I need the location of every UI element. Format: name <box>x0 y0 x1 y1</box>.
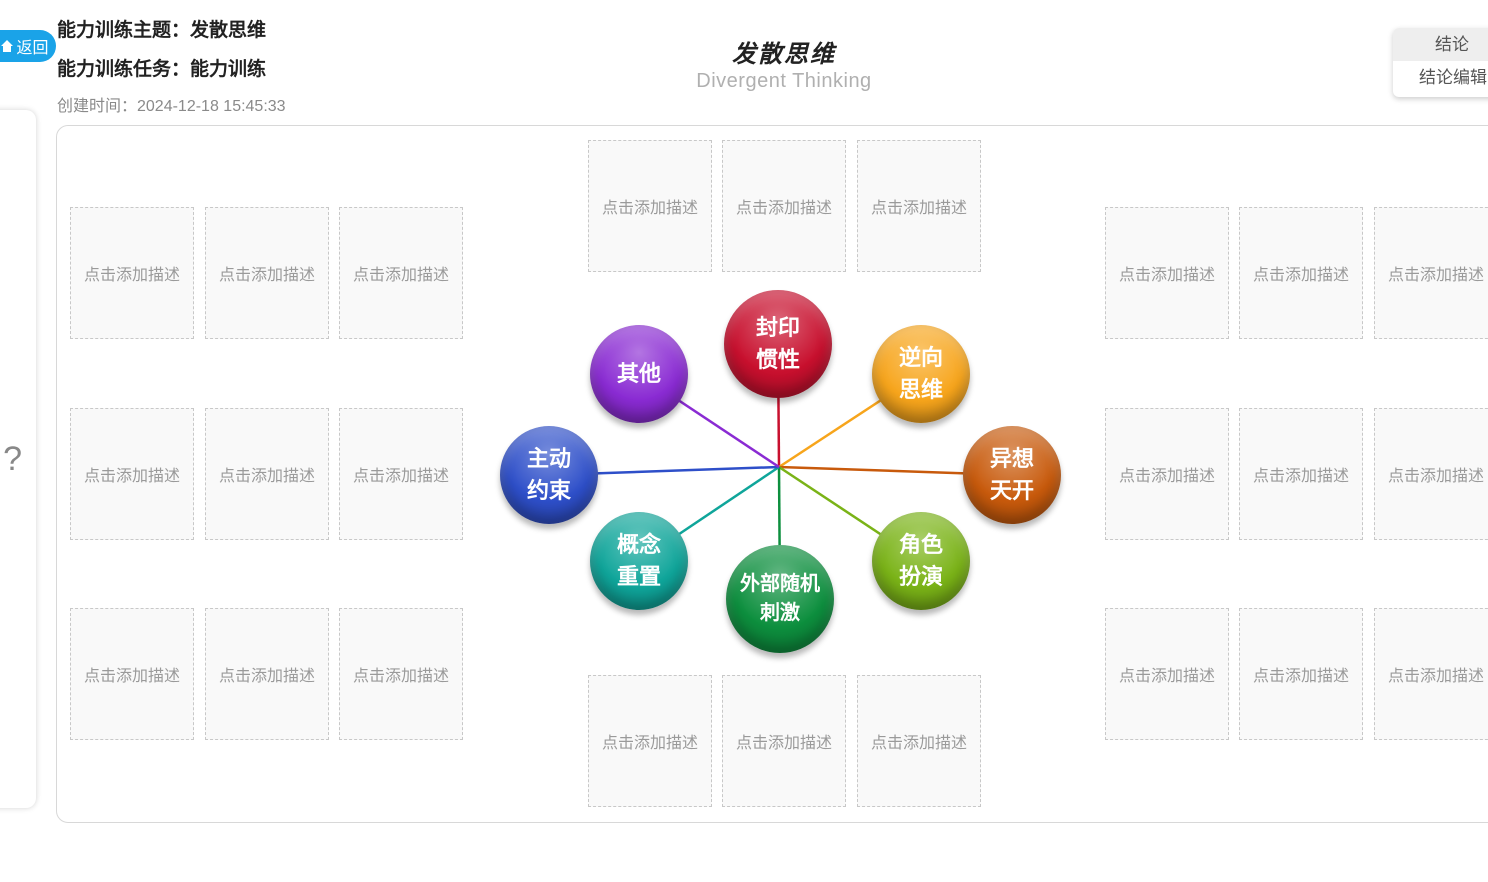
page-subtitle: Divergent Thinking <box>696 70 872 92</box>
node-constraint[interactable]: 主动 约束 <box>500 426 598 524</box>
description-card[interactable]: 点击添加描述 <box>339 608 463 740</box>
description-card[interactable]: 点击添加描述 <box>588 140 712 272</box>
node-inertia[interactable]: 封印 惯性 <box>724 290 832 398</box>
description-card[interactable]: 点击添加描述 <box>722 675 846 807</box>
topic-label: 能力训练主题：发散思维 <box>57 20 267 41</box>
node-label: 概念 重置 <box>616 532 661 589</box>
description-card[interactable]: 点击添加描述 <box>857 140 981 272</box>
description-card[interactable]: 点击添加描述 <box>339 207 463 339</box>
menu-item-conclusion[interactable]: 结论 <box>1393 28 1488 61</box>
back-label: 返回 <box>16 40 49 57</box>
description-card[interactable]: 点击添加描述 <box>1239 408 1363 540</box>
description-card[interactable]: 点击添加描述 <box>857 675 981 807</box>
description-card[interactable]: 点击添加描述 <box>205 207 329 339</box>
node-label: 封印 惯性 <box>755 315 800 372</box>
side-panel[interactable]: ? <box>0 110 36 808</box>
description-card[interactable]: 点击添加描述 <box>205 608 329 740</box>
node-other[interactable]: 其他 <box>590 325 688 423</box>
node-label: 主动 约束 <box>526 446 571 503</box>
description-card[interactable]: 点击添加描述 <box>722 140 846 272</box>
node-label: 角色 扮演 <box>898 532 943 589</box>
description-card[interactable]: 点击添加描述 <box>1374 408 1488 540</box>
node-reverse[interactable]: 逆向 思维 <box>872 325 970 423</box>
help-icon[interactable]: ? <box>3 440 22 478</box>
menu-item-conclusion-edit[interactable]: 结论编辑 <box>1419 68 1487 87</box>
description-card[interactable]: 点击添加描述 <box>1374 608 1488 740</box>
description-card[interactable]: 点击添加描述 <box>1105 608 1229 740</box>
description-card[interactable]: 点击添加描述 <box>70 207 194 339</box>
description-card[interactable]: 点击添加描述 <box>588 675 712 807</box>
description-card[interactable]: 点击添加描述 <box>339 408 463 540</box>
task-label: 能力训练任务：能力训练 <box>57 59 267 80</box>
description-card[interactable]: 点击添加描述 <box>1239 608 1363 740</box>
description-card[interactable]: 点击添加描述 <box>1105 408 1229 540</box>
created-time: 创建时间：2024-12-18 15:45:33 <box>57 98 286 115</box>
description-card[interactable]: 点击添加描述 <box>1374 207 1488 339</box>
back-button[interactable]: 返回 <box>0 30 56 62</box>
description-card[interactable]: 点击添加描述 <box>205 408 329 540</box>
description-card[interactable]: 点击添加描述 <box>1105 207 1229 339</box>
description-card[interactable]: 点击添加描述 <box>1239 207 1363 339</box>
node-concept[interactable]: 概念 重置 <box>590 512 688 610</box>
node-whimsy[interactable]: 异想 天开 <box>963 426 1061 524</box>
page-title: 发散思维 <box>732 41 836 68</box>
node-roleplay[interactable]: 角色 扮演 <box>872 512 970 610</box>
description-card[interactable]: 点击添加描述 <box>70 608 194 740</box>
node-label: 异想 天开 <box>989 446 1034 503</box>
description-card[interactable]: 点击添加描述 <box>70 408 194 540</box>
conclusion-menu: 结论 结论编辑 <box>1393 28 1488 97</box>
node-label: 逆向 思维 <box>898 345 943 402</box>
node-label: 外部随机 刺激 <box>740 573 820 624</box>
home-icon <box>1 40 14 52</box>
node-random[interactable]: 外部随机 刺激 <box>726 545 834 653</box>
node-label: 其他 <box>616 361 661 387</box>
